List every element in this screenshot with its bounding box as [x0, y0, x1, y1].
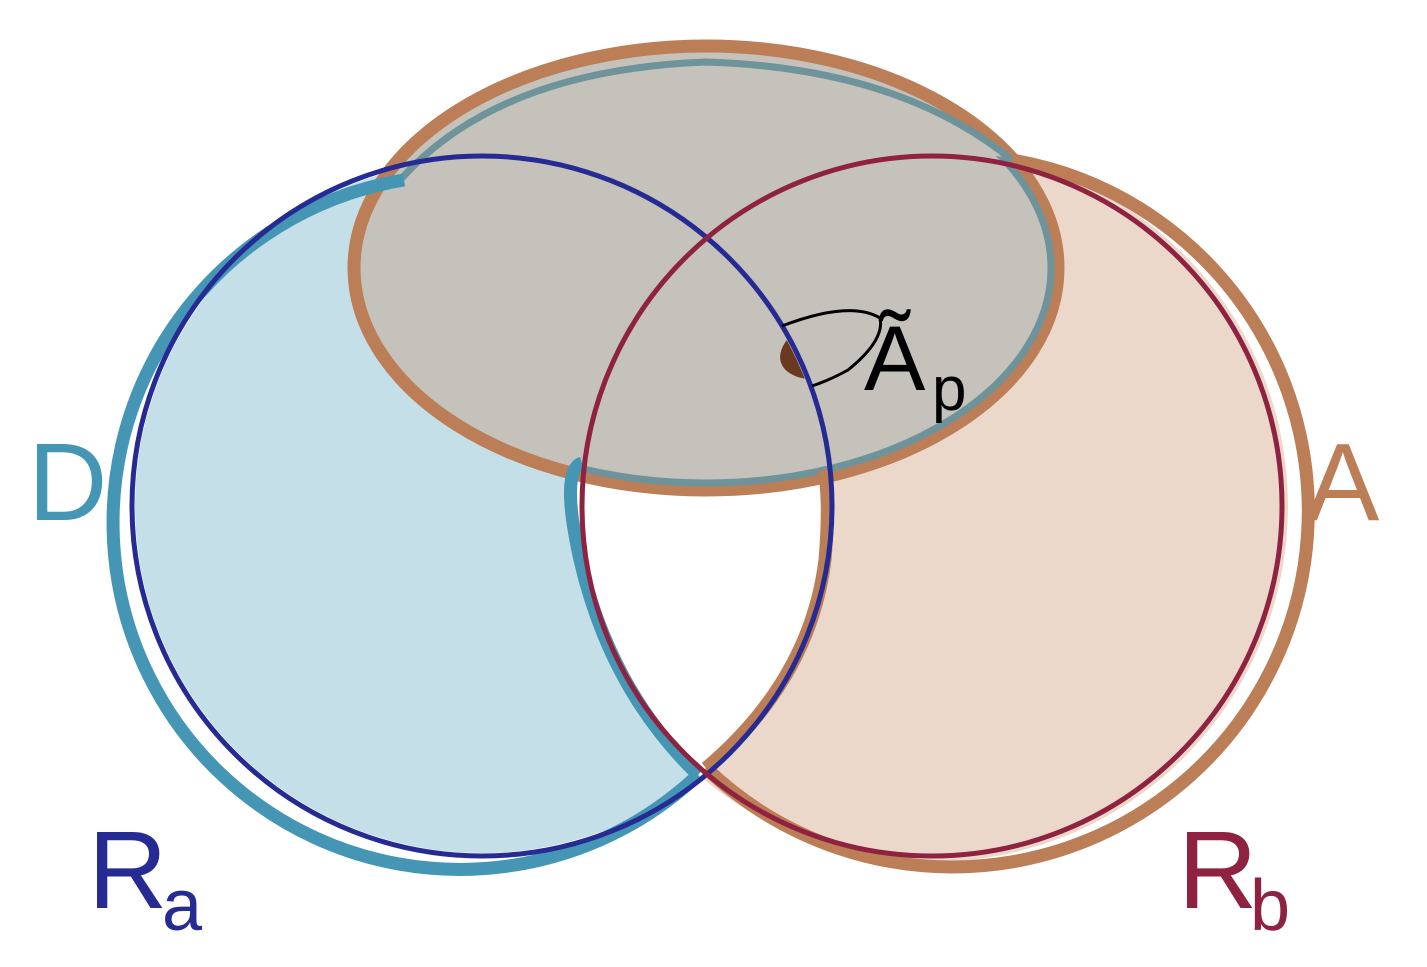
circle-rb [579, 153, 1285, 859]
label-ap-sub: p [932, 355, 966, 424]
circle-ra [129, 153, 835, 859]
label-ra-sub: a [162, 866, 203, 946]
a-boundary [701, 153, 1315, 874]
label-ra-main: R [88, 809, 167, 932]
label-rb-sub: b [1250, 866, 1290, 946]
label-rb-main: R [1178, 809, 1257, 932]
ap-region-outline [781, 309, 883, 388]
top-ellipse-outline-teal-right [576, 150, 1055, 487]
label-a: A [1306, 421, 1380, 544]
label-d: D [28, 421, 107, 544]
top-ellipse-outline-brown [347, 39, 1065, 497]
top-ellipse-outline-teal-top [399, 58, 1015, 181]
d-boundary-inner [563, 456, 703, 780]
label-ap-main: Ã [864, 308, 926, 410]
